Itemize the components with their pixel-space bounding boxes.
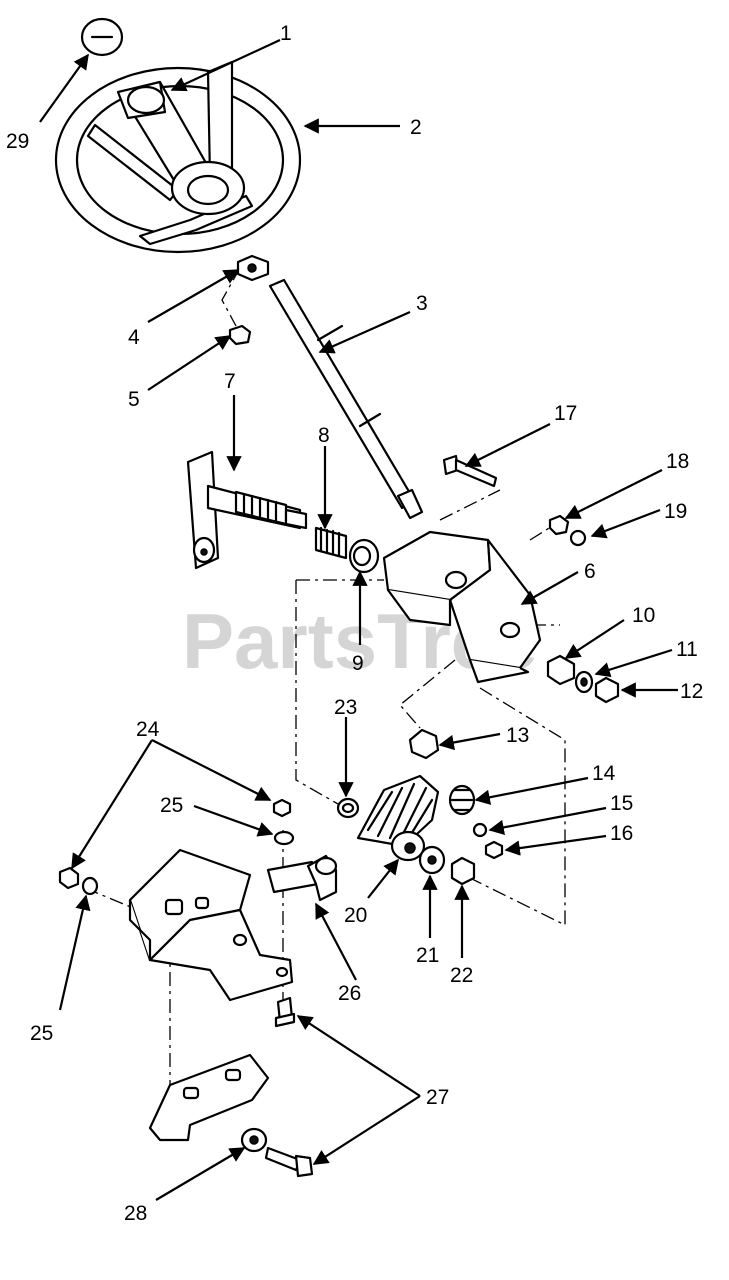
part-20-sector-gear xyxy=(356,774,440,862)
callout-12: 12 xyxy=(680,680,703,703)
part-9-bushing xyxy=(348,538,380,574)
callout-27: 27 xyxy=(426,1086,449,1109)
part-3-steering-shaft xyxy=(268,278,424,520)
lower-bracket xyxy=(148,1053,270,1142)
part-14-pinion xyxy=(448,784,476,816)
part-24-nut-left xyxy=(58,866,80,890)
part-16-nut xyxy=(484,840,504,860)
callout-18: 18 xyxy=(666,450,689,473)
callout-6: 6 xyxy=(584,560,596,583)
callout-15: 15 xyxy=(610,792,633,815)
part-7-steering-arm xyxy=(186,450,308,570)
part-6-housing xyxy=(382,530,542,684)
callout-23: 23 xyxy=(334,696,357,719)
part-8-spring xyxy=(314,526,348,560)
callout-4: 4 xyxy=(128,326,140,349)
part-27-bolt-top xyxy=(274,996,296,1028)
part-28-washer xyxy=(240,1127,268,1153)
part-5-nut xyxy=(228,324,252,346)
frame-bracket xyxy=(128,848,294,1002)
leader-arrows xyxy=(39,39,678,1201)
callout-11: 11 xyxy=(676,638,698,661)
part-15-washer xyxy=(472,822,488,838)
part-11-washer xyxy=(574,670,594,694)
callout-1: 1 xyxy=(280,22,292,45)
part-10-bushing xyxy=(546,654,576,686)
callout-5: 5 xyxy=(128,388,140,411)
part-12-nut xyxy=(594,676,620,704)
callout-21: 21 xyxy=(416,944,439,967)
callout-10: 10 xyxy=(632,604,655,627)
part-25-washer-left xyxy=(81,876,99,896)
part-18-nut xyxy=(548,514,570,536)
part-24-nut-right xyxy=(272,798,292,818)
part-22-nut xyxy=(450,856,476,886)
callout-25-right: 25 xyxy=(160,794,183,817)
callout-8: 8 xyxy=(318,424,330,447)
callout-3: 3 xyxy=(416,292,428,315)
callout-24: 24 xyxy=(136,718,160,741)
callout-20: 20 xyxy=(344,904,367,927)
callout-25-left: 25 xyxy=(30,1022,53,1045)
callout-7: 7 xyxy=(224,370,236,393)
callouts: 1 2 3 4 5 6 7 8 9 10 11 12 13 14 15 16 1… xyxy=(6,22,703,1225)
part-21-washer xyxy=(418,845,446,875)
callout-16: 16 xyxy=(610,822,633,845)
part-19-cap xyxy=(569,529,587,547)
callout-22: 22 xyxy=(450,964,473,987)
callout-17: 17 xyxy=(554,402,577,425)
part-17-bolt xyxy=(442,454,498,488)
part-27-bolt-bottom xyxy=(264,1146,314,1178)
part-13-nut xyxy=(408,728,440,760)
callout-9: 9 xyxy=(352,652,364,675)
part-29-cap xyxy=(80,17,124,57)
part-25-washer-right xyxy=(273,830,295,846)
callout-26: 26 xyxy=(338,982,361,1005)
callout-14: 14 xyxy=(592,762,616,785)
callout-28: 28 xyxy=(124,1202,147,1225)
part-1-insert xyxy=(116,80,167,120)
part-26-bracket xyxy=(266,854,338,902)
callout-19: 19 xyxy=(664,500,687,523)
callout-2: 2 xyxy=(410,116,422,139)
callout-29: 29 xyxy=(6,130,29,153)
part-23-bushing xyxy=(336,797,360,819)
part-4-nut xyxy=(236,254,270,282)
part-2-steering-wheel xyxy=(54,60,302,254)
callout-13: 13 xyxy=(506,724,529,747)
